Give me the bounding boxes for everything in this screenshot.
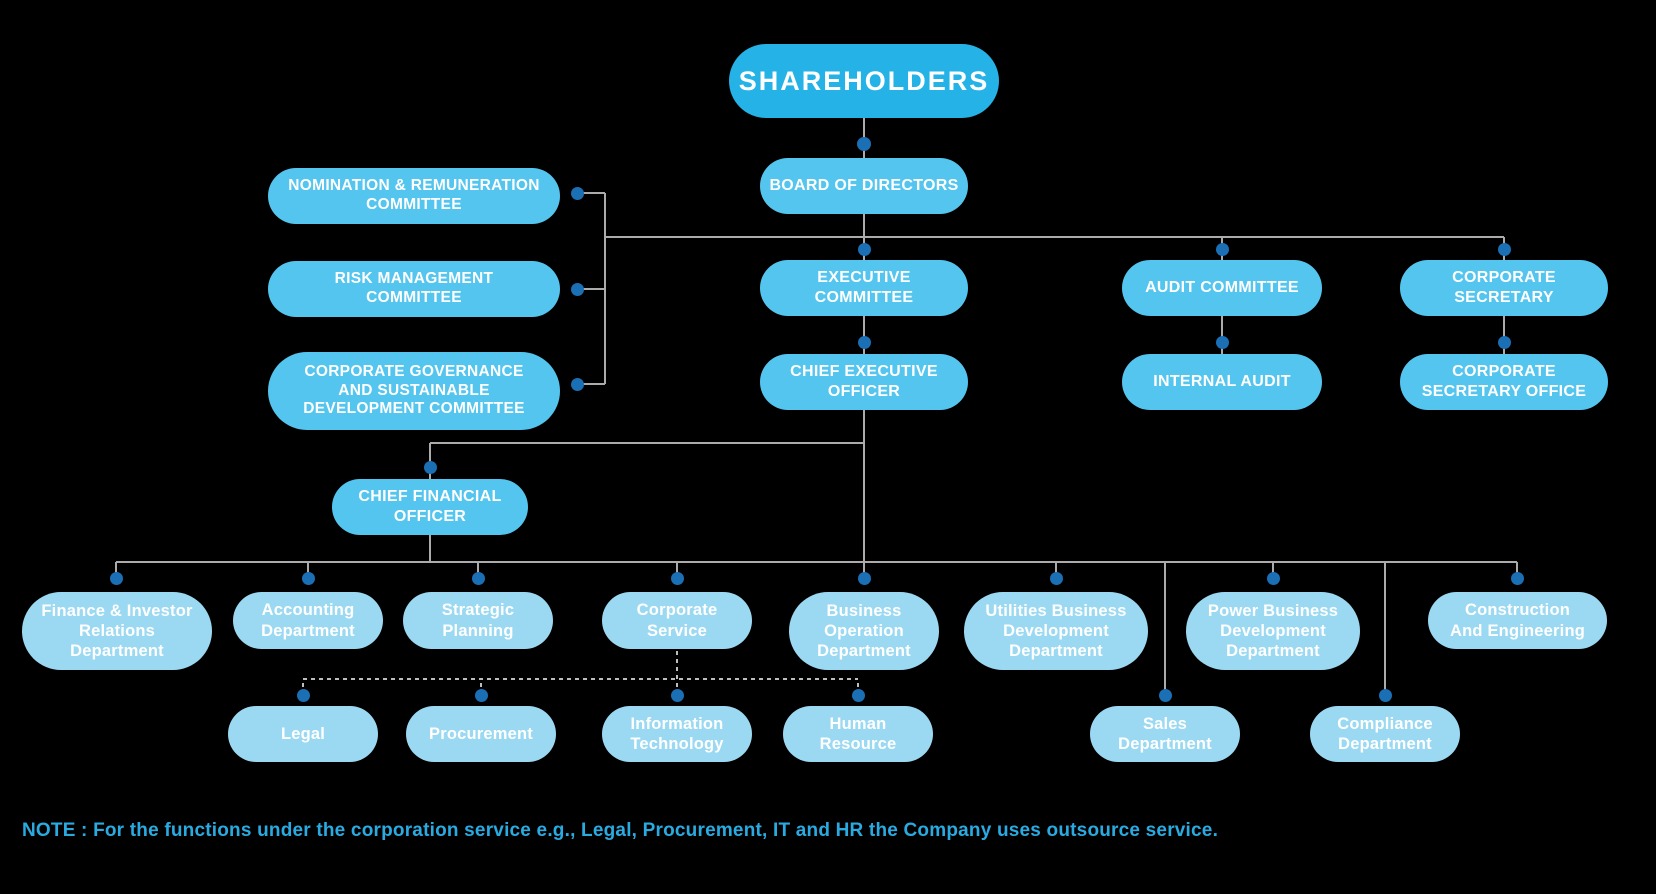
- connector-line: [863, 410, 865, 562]
- org-node-human-resource: Human Resource: [783, 706, 933, 762]
- org-node-chief-financial-officer: CHIEF FINANCIAL OFFICER: [332, 479, 528, 535]
- connector-dot: [296, 688, 310, 702]
- org-node-corporate-secretary: CORPORATE SECRETARY: [1400, 260, 1608, 316]
- org-node-board-of-directors: BOARD OF DIRECTORS: [760, 158, 968, 214]
- org-node-construction-and-engineering: Construction And Engineering: [1428, 592, 1607, 649]
- connector-line: [1221, 316, 1223, 354]
- connector-dot: [1158, 688, 1172, 702]
- connector-line: [572, 288, 605, 290]
- org-node-sales-department: Sales Department: [1090, 706, 1240, 762]
- org-node-corporate-secretary-office: CORPORATE SECRETARY OFFICE: [1400, 354, 1608, 410]
- connector-line: [572, 383, 605, 385]
- connector-line: [572, 192, 605, 194]
- org-node-risk-management-committee: RISK MANAGEMENT COMMITTEE: [268, 261, 560, 317]
- connector-dot: [857, 137, 871, 151]
- connector-dot: [1215, 335, 1229, 349]
- org-node-chief-executive-officer: CHIEF EXECUTIVE OFFICER: [760, 354, 968, 410]
- connector-line: [1384, 562, 1386, 695]
- connector-dot: [1266, 571, 1280, 585]
- connector-line: [430, 442, 864, 444]
- connector-dot: [570, 186, 584, 200]
- note-text: NOTE : For the functions under the corpo…: [22, 820, 1219, 841]
- org-node-accounting-department: Accounting Department: [233, 592, 383, 649]
- connector-line: [863, 316, 865, 354]
- org-node-internal-audit: INTERNAL AUDIT: [1122, 354, 1322, 410]
- org-node-procurement: Procurement: [406, 706, 556, 762]
- connector-dot: [471, 571, 485, 585]
- connector-dot: [301, 571, 315, 585]
- connector-line: [1503, 316, 1505, 354]
- connector-line-dashed: [480, 679, 482, 695]
- connector-dot: [423, 460, 437, 474]
- connector-line-dashed: [676, 649, 678, 679]
- connector-dot: [1049, 571, 1063, 585]
- org-node-shareholders: SHAREHOLDERS: [729, 44, 999, 118]
- org-node-legal: Legal: [228, 706, 378, 762]
- connector-dot: [474, 688, 488, 702]
- connector-dot: [1378, 688, 1392, 702]
- org-node-nomination-remuneration-committee: NOMINATION & REMUNERATION COMMITTEE: [268, 168, 560, 224]
- connector-dot: [857, 571, 871, 585]
- org-node-corporate-service: Corporate Service: [602, 592, 752, 649]
- connector-dot: [1215, 242, 1229, 256]
- org-node-business-operation-department: Business Operation Department: [789, 592, 939, 670]
- connector-line-dashed: [302, 679, 304, 695]
- connector-line: [116, 561, 1517, 563]
- connector-dot: [570, 377, 584, 391]
- org-node-corporate-governance-committee: CORPORATE GOVERNANCE AND SUSTAINABLE DEV…: [268, 352, 560, 430]
- org-node-audit-committee: AUDIT COMMITTEE: [1122, 260, 1322, 316]
- connector-line-dashed: [303, 678, 858, 680]
- connector-dot: [1497, 335, 1511, 349]
- connector-dot: [857, 335, 871, 349]
- connector-dot: [670, 571, 684, 585]
- connector-line: [863, 214, 865, 237]
- connector-line: [604, 193, 606, 384]
- connector-line: [1164, 562, 1166, 695]
- org-node-information-technology: Information Technology: [602, 706, 752, 762]
- connector-dot: [851, 688, 865, 702]
- connector-dot: [1497, 242, 1511, 256]
- connector-dot: [670, 688, 684, 702]
- connector-dot: [570, 282, 584, 296]
- org-node-strategic-planning: Strategic Planning: [403, 592, 553, 649]
- org-node-power-business-development-department: Power Business Development Department: [1186, 592, 1360, 670]
- org-node-utilities-business-development-department: Utilities Business Development Departmen…: [964, 592, 1148, 670]
- connector-line: [605, 236, 1504, 238]
- connector-dot: [857, 242, 871, 256]
- connector-dot: [109, 571, 123, 585]
- connector-dot: [1510, 571, 1524, 585]
- org-node-executive-committee: EXECUTIVE COMMITTEE: [760, 260, 968, 316]
- org-node-compliance-department: Compliance Department: [1310, 706, 1460, 762]
- connector-line-dashed: [676, 679, 678, 695]
- connector-line: [429, 535, 431, 562]
- org-node-finance-investor-relations-department: Finance & Investor Relations Department: [22, 592, 212, 670]
- connector-line-dashed: [857, 679, 859, 695]
